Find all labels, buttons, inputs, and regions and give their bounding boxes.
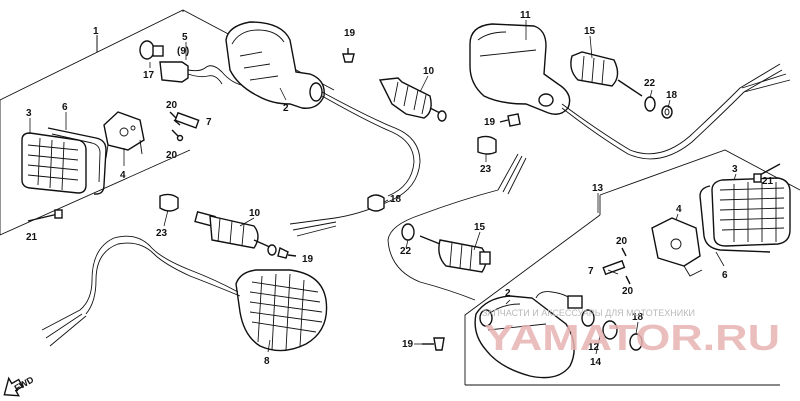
nut-23-right	[477, 135, 497, 155]
collar-22-center	[401, 223, 415, 241]
label-20-left-b: 20	[166, 150, 178, 161]
collar-22-top	[644, 96, 656, 112]
lens-screw-left	[27, 209, 63, 222]
rear-right-housing	[469, 23, 571, 115]
label-8: 8	[264, 356, 270, 367]
front-right-lens	[711, 177, 791, 247]
lens-screw-right	[753, 163, 781, 183]
screw-19-right	[499, 113, 521, 127]
label-2-top: 2	[283, 103, 289, 114]
label-20-right-a: 20	[616, 236, 628, 247]
bulb-and-socket-left	[139, 40, 267, 89]
front-left-harness	[289, 91, 421, 237]
stem-rubber-right-top	[570, 51, 643, 97]
front-left-housing	[225, 21, 325, 109]
label-17: 17	[143, 70, 155, 81]
label-9: (9)	[177, 46, 189, 57]
label-22-center: 22	[400, 246, 412, 257]
label-15-center: 15	[474, 222, 486, 233]
label-10-top: 10	[423, 66, 435, 77]
screws-and-plate-left	[169, 111, 200, 142]
stem-rubber-lower-left	[194, 210, 277, 256]
label-6-right: 6	[722, 270, 728, 281]
label-22-top: 22	[644, 78, 656, 89]
label-21-right: 21	[762, 176, 774, 187]
label-21-left: 21	[26, 232, 38, 243]
label-2-bottom: 2	[505, 288, 511, 299]
collar-18-center	[367, 194, 385, 212]
socket-bracket-right	[651, 217, 703, 277]
group-frame-right	[464, 149, 800, 386]
leader-lines	[29, 20, 737, 355]
front-left-gasket	[47, 127, 107, 195]
screw-19-bottom	[422, 337, 445, 351]
nut-18-top	[661, 105, 673, 119]
label-20-right-b: 20	[622, 286, 634, 297]
fwd-arrow	[3, 376, 24, 397]
label-23-left: 23	[156, 228, 168, 239]
fwd-label: FWD	[13, 374, 36, 393]
label-11: 11	[520, 10, 531, 21]
nut-23-left	[159, 193, 179, 212]
label-20-left-a: 20	[166, 100, 178, 111]
label-7-left: 7	[206, 117, 212, 128]
label-6-left: 6	[62, 102, 68, 113]
watermark: ЗАПЧАСТИ И АКСЕССУАРЫ ДЛЯ МОТОТЕХНИКИ YA…	[482, 308, 780, 358]
label-19-top: 19	[344, 28, 356, 39]
label-3-right: 3	[732, 164, 738, 175]
label-7-right: 7	[588, 266, 594, 277]
screw-19-lower	[277, 246, 297, 259]
rear-left-harness	[41, 235, 241, 347]
front-right-gasket	[699, 185, 771, 253]
label-18-top: 18	[666, 90, 678, 101]
label-14: 14	[590, 357, 602, 368]
label-5: 5	[182, 32, 188, 43]
screws-and-plate-right	[602, 247, 631, 285]
socket-bracket-left	[103, 111, 145, 159]
rear-right-harness	[561, 63, 791, 160]
label-4-left: 4	[120, 170, 126, 181]
screw-19-top	[342, 48, 355, 63]
rear-left-housing	[235, 269, 328, 352]
stem-rubber-center-top	[378, 77, 447, 122]
center-wire-leads	[387, 153, 527, 301]
label-19-bottom: 19	[402, 339, 414, 350]
label-1: 1	[93, 26, 99, 37]
label-15-top: 15	[584, 26, 596, 37]
label-3-left: 3	[26, 108, 32, 119]
label-12: 12	[588, 342, 600, 353]
stem-rubber-center	[419, 235, 491, 273]
label-4-right: 4	[676, 204, 682, 215]
label-18-center: 18	[390, 194, 402, 205]
label-19-lower: 19	[302, 254, 314, 265]
front-right-housing	[474, 295, 575, 379]
label-23-right: 23	[480, 164, 492, 175]
part-number-labels: 1 2 2 3 3 4 4 5 6 6 7 7 8 (9) 10 10 11 1…	[26, 10, 774, 368]
watermark-caption: ЗАПЧАСТИ И АКСЕССУАРЫ ДЛЯ МОТОТЕХНИКИ	[482, 308, 695, 318]
label-19-right: 19	[484, 117, 496, 128]
label-13: 13	[592, 183, 604, 194]
bulb-and-socket-right	[535, 291, 643, 351]
label-10-bottom: 10	[249, 208, 261, 219]
label-18-bottom: 18	[632, 312, 644, 323]
watermark-logo: YAMATOR.RU	[484, 317, 780, 358]
front-left-lens	[21, 132, 87, 194]
